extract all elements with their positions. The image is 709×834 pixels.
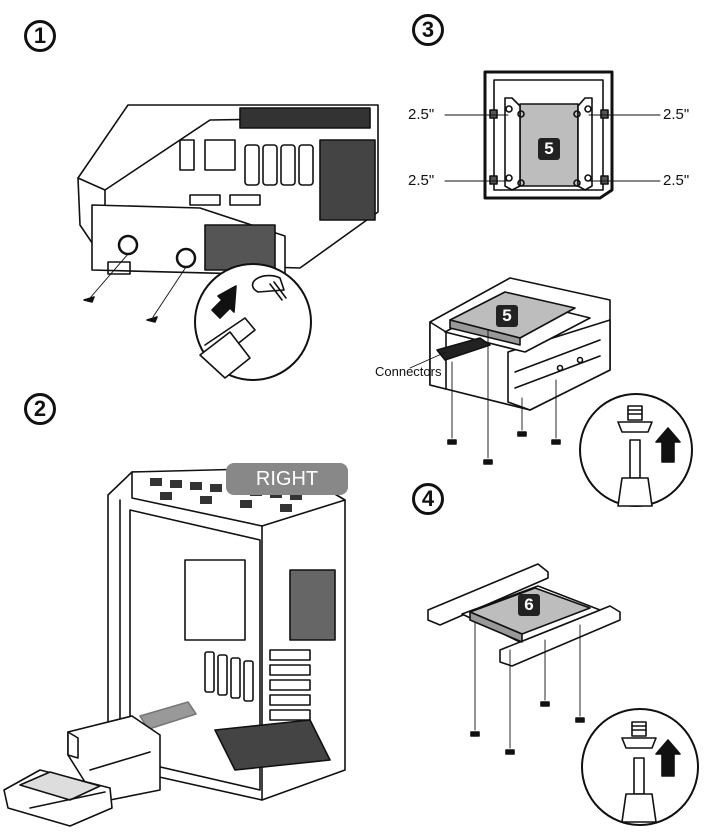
dim-bottom-right: 2.5": [663, 172, 690, 189]
dim-bottom-left: 2.5": [408, 172, 435, 189]
step-2-number: 2: [33, 396, 47, 421]
side-label-right: RIGHT: [226, 463, 348, 495]
screwdriver-icon: [199, 317, 256, 379]
dim-top-left: 2.5": [408, 106, 435, 123]
screw-icon: [617, 405, 653, 433]
up-arrow-icon: [655, 427, 681, 463]
drive-number-tag-step4: 6: [518, 594, 540, 616]
screw-icon: [621, 721, 657, 749]
step-3-badge: 3: [412, 14, 444, 46]
step-4-number: 4: [421, 486, 435, 511]
direction-arrow-icon: [211, 285, 237, 319]
step2-bracket-lower: [3, 769, 113, 827]
screwdriver-icon: [621, 757, 657, 823]
step-4-badge: 4: [412, 483, 444, 515]
step3-magnifier: [579, 393, 693, 507]
step2-bracket-upper: [67, 715, 161, 801]
step1-magnifier: [194, 263, 312, 381]
up-arrow-icon: [655, 739, 681, 777]
step-1-number: 1: [33, 23, 47, 48]
step-3-number: 3: [421, 17, 435, 42]
screwdriver-icon: [617, 439, 653, 507]
step3-mount-plate: [444, 70, 661, 200]
drive-number-tag-bracket: 5: [496, 305, 518, 327]
screw-icon: [447, 431, 561, 465]
screw-icon: [83, 296, 158, 323]
dim-top-right: 2.5": [663, 106, 690, 123]
screw-icon: [470, 701, 585, 755]
step-2-badge: 2: [24, 393, 56, 425]
drive-number-tag-top: 5: [538, 138, 560, 160]
screw-icon: [251, 274, 287, 301]
step1-case-underside: [77, 104, 379, 323]
step4-magnifier: [581, 708, 699, 826]
step3-drive-bracket: [409, 277, 611, 465]
step-1-badge: 1: [24, 20, 56, 52]
connectors-label: Connectors: [375, 364, 442, 379]
step4-drive-bracket: [427, 563, 621, 755]
